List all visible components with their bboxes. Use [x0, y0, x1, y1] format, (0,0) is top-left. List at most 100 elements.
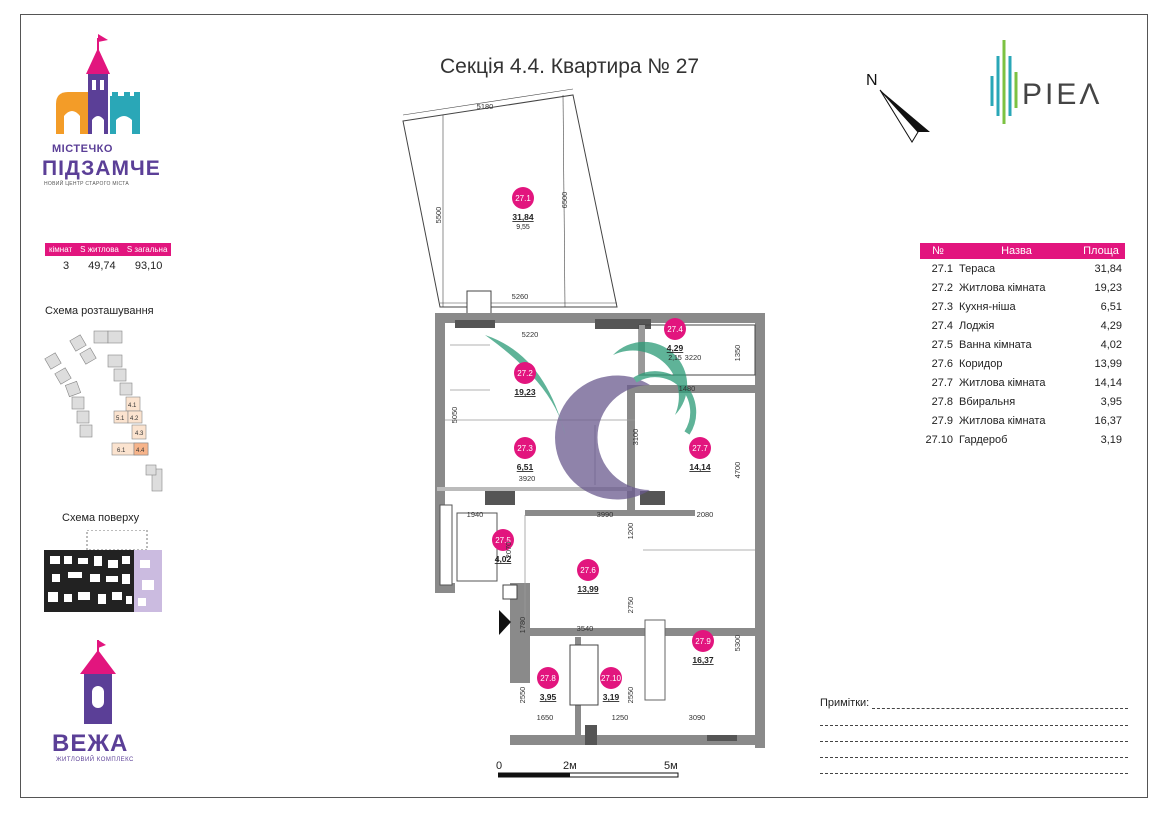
legend-room-name: Житлова кімната	[959, 281, 1046, 294]
page-title: Секція 4.4. Квартира № 27	[440, 55, 700, 78]
note-line	[820, 725, 1128, 726]
dimension-label: 2070	[504, 542, 513, 559]
dimension-label: 5300	[733, 635, 742, 652]
dimension-label: 3090	[689, 713, 706, 722]
legend-room-number: 27.2	[931, 281, 953, 294]
scale-label-5m: 5м	[664, 760, 678, 772]
room-marker	[512, 187, 534, 209]
summary-total-area: 93,10	[134, 260, 163, 272]
legend-room-name: Кухня-ніша	[959, 300, 1016, 313]
loc-cell: 4.4	[136, 448, 145, 454]
legend-room-name: Тераса	[959, 262, 996, 275]
room-area-label: 3,19	[603, 692, 620, 702]
legend-room-number: 27.6	[931, 357, 953, 370]
room-marker	[514, 362, 536, 384]
pidzamche-logo-icon	[56, 34, 140, 134]
legend-header: №	[920, 243, 956, 259]
room-number-label: 27.7	[692, 444, 708, 453]
dimension-label: 4700	[733, 462, 742, 479]
room-number-label: 27.9	[695, 637, 711, 646]
dimension-label: 3920	[519, 474, 536, 483]
room-marker	[514, 437, 536, 459]
legend-room-area: 3,95	[1100, 395, 1122, 408]
floor-scheme	[44, 530, 162, 612]
dimension-label: 1350	[733, 345, 742, 362]
legend-row: 27.1 Тераса 31,84	[920, 259, 1125, 278]
summary-header: S загальна	[122, 243, 172, 256]
legend-room-area: 31,84	[1094, 262, 1122, 275]
legend-room-area: 19,23	[1094, 281, 1122, 294]
note-line	[820, 757, 1128, 758]
dimension-label: 2550	[626, 687, 635, 704]
scale-label-2m: 2м	[563, 760, 577, 772]
dimension-label: 5500	[434, 207, 443, 224]
room-number-label: 27.3	[517, 444, 533, 453]
dimension-label: 2550	[518, 687, 527, 704]
legend-room-number: 27.10	[925, 433, 953, 446]
summary-rooms: 3	[63, 260, 70, 272]
complex-sub: ЖИТЛОВИЙ КОМПЛЕКС	[56, 757, 134, 763]
summary-living-area: 49,74	[88, 260, 116, 272]
legend-header: Назва	[956, 243, 1077, 259]
legend-header: Площа	[1077, 243, 1125, 259]
room-area-label: 13,99	[577, 584, 599, 594]
loc-cell: 4.2	[130, 416, 139, 422]
complex-name: ВЕЖА	[52, 730, 129, 757]
location-scheme: 4.1 5.1 4.2 4.3 6.1 4.4	[44, 330, 163, 492]
room-area-label: 4,02	[495, 554, 512, 564]
location-scheme-label: Схема розташування	[45, 305, 154, 317]
north-arrow-icon	[879, 89, 930, 143]
legend-room-area: 6,51	[1100, 300, 1122, 313]
room-area-label: 19,23	[514, 387, 536, 397]
legend-row: 27.3 Кухня-ніша 6,51	[920, 297, 1125, 316]
dimension-label: 5180	[477, 102, 494, 111]
legend-room-number: 27.3	[931, 300, 953, 313]
legend-room-area: 4,02	[1100, 338, 1122, 351]
dimension-label: 3990	[597, 510, 614, 519]
loc-cell: 6.1	[117, 448, 126, 454]
legend-room-number: 27.1	[931, 262, 953, 275]
dimension-label: 5220	[522, 330, 539, 339]
room-number-label: 27.5	[495, 536, 511, 545]
page-frame	[20, 14, 1148, 798]
room-area-label: 14,14	[689, 462, 711, 472]
dimension-label: 3540	[577, 624, 594, 633]
legend-room-number: 27.8	[931, 395, 953, 408]
dimension-label: 2750	[626, 597, 635, 614]
dimension-label: 3220	[685, 353, 702, 362]
scale-label-0: 0	[496, 760, 503, 772]
room-number-label: 27.8	[540, 674, 556, 683]
room-area-label: 3,95	[540, 692, 557, 702]
legend-room-area: 16,37	[1094, 414, 1122, 427]
room-number-label: 27.2	[517, 369, 533, 378]
developer-logo-icon	[990, 40, 1018, 124]
brand-line2: ПІДЗАМЧЕ	[42, 157, 161, 180]
room-area-label: 31,84	[512, 212, 534, 222]
legend-room-number: 27.4	[931, 319, 953, 332]
watermark-logo-icon	[485, 335, 697, 500]
room-marker	[692, 630, 714, 652]
room-marker	[689, 437, 711, 459]
summary-table: кімнат S житлова S загальна 3 49,74 93,1…	[45, 243, 172, 272]
room-number-label: 27.10	[601, 674, 622, 683]
room-sub-area-label: 9,55	[516, 224, 530, 231]
room-area-label: 6,51	[517, 462, 534, 472]
scale-bar	[498, 772, 679, 778]
dimension-label: 1650	[537, 713, 554, 722]
dimension-label: 1780	[518, 617, 527, 634]
dimension-label: 3100	[631, 429, 640, 446]
room-sub-area-label: 2,15	[668, 355, 682, 362]
room-number-label: 27.6	[580, 566, 596, 575]
loc-cell: 4.3	[135, 431, 144, 437]
legend-room-name: Коридор	[959, 357, 1003, 370]
dimension-label: 1940	[467, 510, 484, 519]
legend-row: 27.2 Житлова кімната 19,23	[920, 278, 1125, 297]
vezha-logo-icon	[80, 640, 116, 724]
dimension-label: 5260	[512, 292, 529, 301]
legend-room-name: Житлова кімната	[959, 414, 1046, 427]
